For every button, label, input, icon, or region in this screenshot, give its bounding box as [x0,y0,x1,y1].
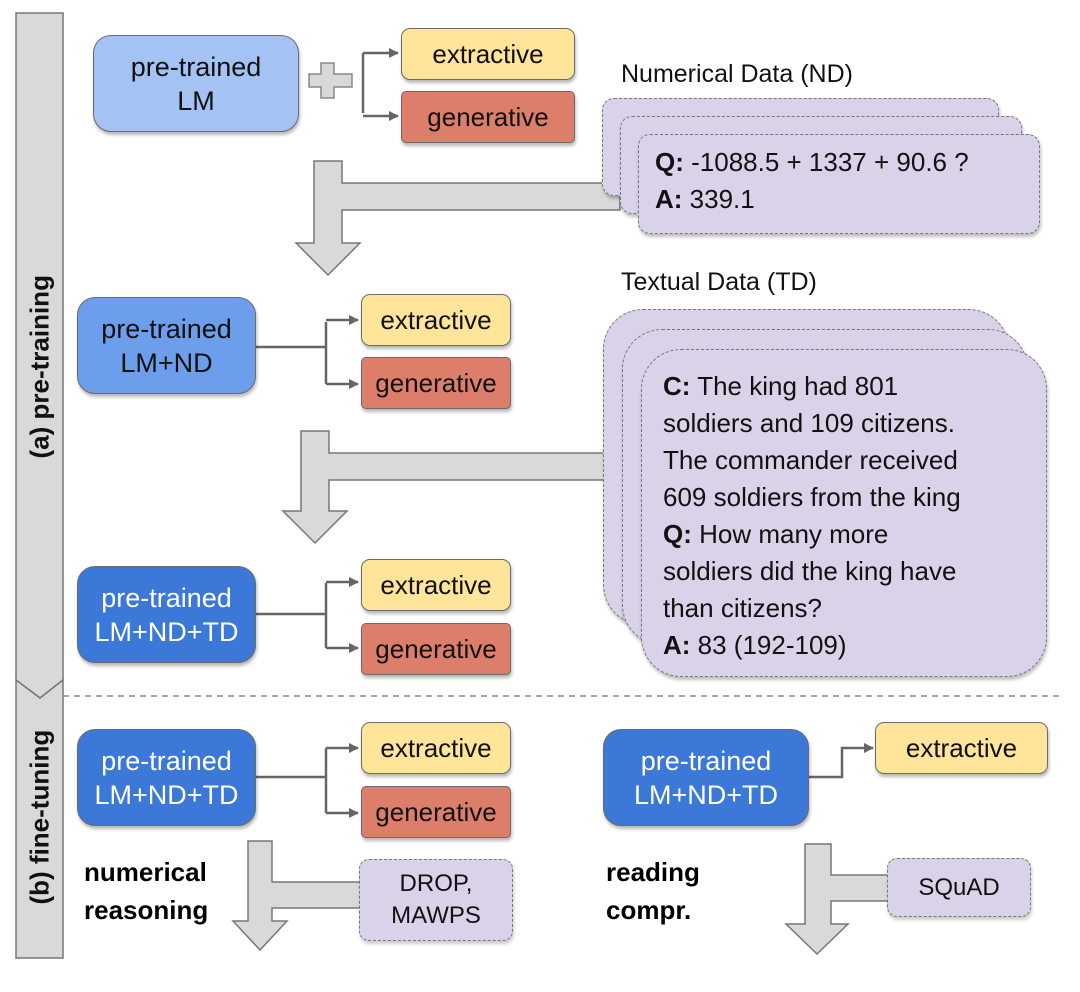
pretraining-label: (a) pre-training [24,275,55,459]
flow-arrow-drop [231,840,361,952]
model-lm: pre-trained LM [93,35,299,132]
plus-icon [308,62,353,99]
task-reading-comprehension: reading compr. [606,857,700,925]
model-lm-nd: pre-trained LM+ND [77,297,256,394]
nd-card-front [638,134,1040,234]
numerical-data-title: Numerical Data (ND) [621,60,853,88]
nd-card-text: Q: -1088.5 + 1337 + 90.6 ? A: 339.1 [655,147,969,214]
connector-4 [255,748,328,813]
textual-data-title: Textual Data (TD) [621,268,817,296]
finetuning-stage-bar [15,678,64,959]
connector-2 [255,322,328,384]
generative-head: generative [361,623,511,675]
task-numerical-reasoning: numerical reasoning [84,857,209,925]
flow-arrow-td [281,430,607,545]
extractive-head: extractive [361,559,511,611]
extractive-head: extractive [401,28,575,80]
finetuning-label: (b) fine-tuning [24,729,55,905]
flow-arrow-squad [784,843,889,956]
ft-generative-head: generative [361,786,511,838]
generative-head: generative [361,357,511,409]
td-card-front [641,349,1047,677]
connector-3 [255,583,328,648]
model-lm-line2: LM [177,85,215,116]
ft-reading-model: pre-trained LM+ND+TD [603,729,809,826]
dataset-squad: SQuAD [887,858,1031,917]
td-card-text: C: The king had 801 soldiers and 109 cit… [663,371,961,660]
flow-arrow-nd [294,160,621,277]
model-lm-line1: pre-trained [130,51,262,82]
extractive-head: extractive [361,294,511,346]
ft-extractive-head: extractive [361,722,511,774]
dataset-drop-mawps: DROP, MAWPS [359,859,513,941]
ft-reading-extractive-head: extractive [875,722,1048,774]
generative-head: generative [401,91,575,143]
model-lm-nd-td: pre-trained LM+ND+TD [77,566,256,663]
connector-5 [808,743,874,779]
ft-numerical-model: pre-trained LM+ND+TD [77,729,256,826]
